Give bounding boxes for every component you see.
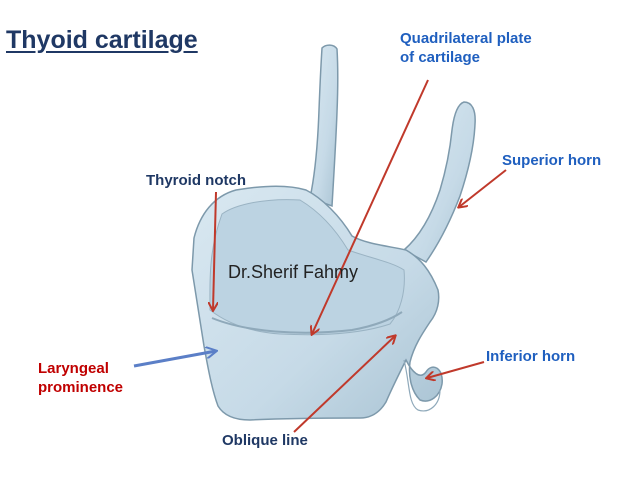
superior-horn-right-shape [402, 101, 476, 263]
author-credit: Dr.Sherif Fahmy [228, 262, 359, 282]
label-laryngeal-prominence-line1: Laryngeal [38, 360, 109, 377]
superior-horn-left-shape [309, 44, 339, 208]
arrow-oblique-line [293, 336, 395, 433]
inferior-horn-shape [403, 359, 441, 412]
arrow-superior-horn [459, 169, 507, 207]
arrow-inferior-horn [427, 361, 485, 378]
label-quadrilateral-plate-line2: of cartilage [400, 48, 481, 66]
label-superior-horn: Superior horn [502, 152, 602, 169]
plate-inner-shape [209, 199, 405, 336]
label-inferior-horn: Inferior horn [486, 348, 576, 365]
label-quadrilateral-plate-line1: Quadrilateral plate [400, 30, 532, 47]
label-thyroid-notch: Thyroid notch [146, 172, 246, 189]
arrow-laryngeal-prominence [133, 351, 216, 368]
cartilage-illustration [191, 44, 476, 421]
oblique-ridge [211, 311, 403, 334]
label-laryngeal-prominence: Laryngeal prominence [38, 360, 123, 398]
label-quadrilateral-plate: Quadrilateral plate of cartilage [400, 30, 532, 68]
label-oblique-line: Oblique line [222, 432, 308, 449]
page-title: Thyoid cartilage [6, 26, 198, 54]
arrow-thyroid-notch [213, 191, 216, 310]
arrow-quadrilateral-plate [312, 79, 429, 334]
label-laryngeal-prominence-line2: prominence [38, 378, 124, 396]
pointer-arrows [133, 79, 507, 433]
